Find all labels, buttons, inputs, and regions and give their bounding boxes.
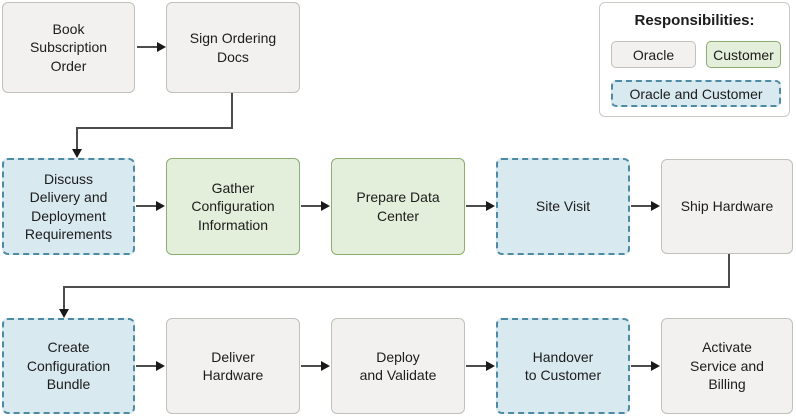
arrowhead-icon xyxy=(59,309,69,318)
step-discuss-delivery-deployment-requirements: Discuss Delivery and Deployment Requirem… xyxy=(2,158,135,255)
legend-item-oracle: Oracle xyxy=(611,41,696,68)
arrowhead-icon xyxy=(321,361,330,371)
step-deliver-hardware: Deliver Hardware xyxy=(166,318,300,414)
step-gather-configuration-information: Gather Configuration Information xyxy=(166,158,300,255)
arrowhead-icon xyxy=(486,361,495,371)
arrowhead-icon xyxy=(486,201,495,211)
arrowhead-icon xyxy=(156,201,165,211)
arrowhead-icon xyxy=(72,149,82,158)
step-prepare-data-center: Prepare Data Center xyxy=(331,158,465,255)
step-sign-ordering-docs: Sign Ordering Docs xyxy=(166,2,300,93)
step-book-subscription-order: Book Subscription Order xyxy=(2,2,135,93)
arrowhead-icon xyxy=(651,361,660,371)
arrowhead-icon xyxy=(321,201,330,211)
legend-item-customer: Customer xyxy=(706,41,781,68)
step-site-visit: Site Visit xyxy=(496,158,630,255)
legend-item-oracle-and-customer: Oracle and Customer xyxy=(611,80,781,107)
arrowhead-icon xyxy=(156,361,165,371)
step-create-configuration-bundle: Create Configuration Bundle xyxy=(2,318,135,414)
arrowhead-icon xyxy=(157,42,166,52)
step-activate-service-and-billing: Activate Service and Billing xyxy=(661,318,793,414)
step-deploy-and-validate: Deploy and Validate xyxy=(331,318,465,414)
step-handover-to-customer: Handover to Customer xyxy=(496,318,630,414)
legend: Responsibilities: Oracle Customer Oracle… xyxy=(599,2,790,117)
step-ship-hardware: Ship Hardware xyxy=(661,159,793,254)
legend-title: Responsibilities: xyxy=(634,12,755,29)
arrowhead-icon xyxy=(651,201,660,211)
